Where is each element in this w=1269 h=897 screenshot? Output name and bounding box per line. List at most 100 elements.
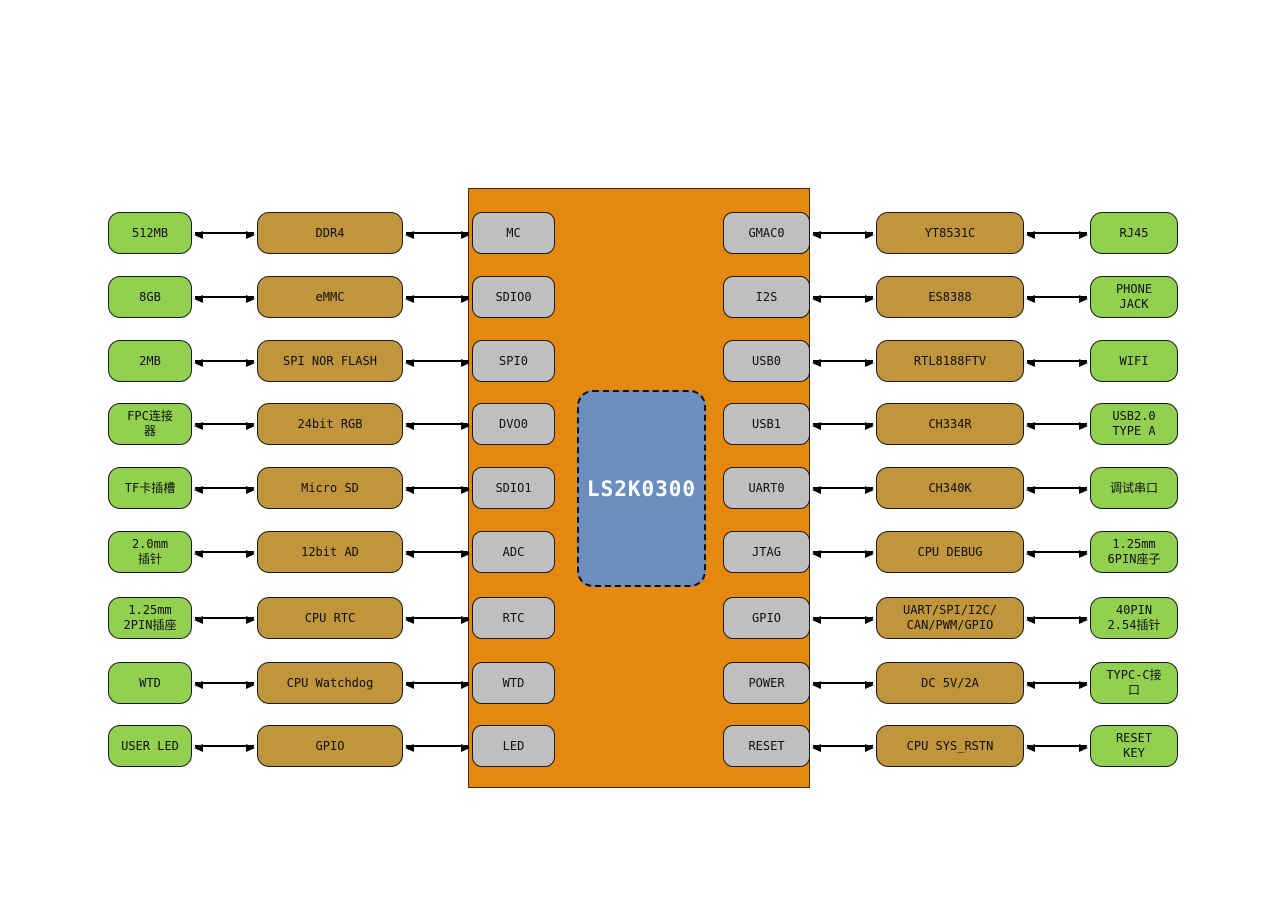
right-mid-box: CPU SYS_RSTN xyxy=(876,725,1024,767)
left-mid-box: 12bit AD xyxy=(257,531,403,573)
left-port-box: SDIO1 xyxy=(472,467,555,509)
right-mid-label: RTL8188FTV xyxy=(913,353,987,368)
right-outer-box: 40PIN 2.54插针 xyxy=(1090,597,1178,639)
left-mid-label: GPIO xyxy=(315,738,345,753)
left-port-label: SDIO0 xyxy=(495,289,532,304)
left-mid-label: CPU RTC xyxy=(304,610,356,625)
right-outer-box: RJ45 xyxy=(1090,212,1178,254)
left-mid-label: CPU Watchdog xyxy=(286,675,374,690)
right-port-label: POWER xyxy=(748,675,785,690)
arrow-left-outer-to-mid xyxy=(194,744,255,752)
right-outer-label: 1.25mm 6PIN座子 xyxy=(1107,537,1161,566)
right-mid-label: DC 5V/2A xyxy=(921,675,979,690)
diagram-row: 2MB SPI NOR FLASH SPI0 USB0 RTL8188FTV W… xyxy=(0,340,1269,382)
arrow-right-port-to-mid xyxy=(812,486,874,494)
left-port-box: WTD xyxy=(472,662,555,704)
arrow-right-port-to-mid xyxy=(812,681,874,689)
left-mid-box: 24bit RGB xyxy=(257,403,403,445)
right-outer-label: WIFI xyxy=(1119,353,1149,368)
arrow-right-port-to-mid xyxy=(812,231,874,239)
diagram-row: 1.25mm 2PIN插座 CPU RTC RTC GPIO UART/SPI/… xyxy=(0,597,1269,639)
soc-chip: LS2K0300 xyxy=(577,390,706,587)
left-mid-box: CPU RTC xyxy=(257,597,403,639)
left-mid-label: 24bit RGB xyxy=(297,416,363,431)
left-port-label: ADC xyxy=(502,544,525,559)
arrow-left-outer-to-mid xyxy=(194,550,255,558)
arrow-left-mid-to-port xyxy=(405,744,470,752)
right-port-label: GPIO xyxy=(752,610,781,625)
arrow-left-outer-to-mid xyxy=(194,359,255,367)
diagram-row: USER LED GPIO LED RESET CPU SYS_RSTN RES… xyxy=(0,725,1269,767)
right-port-box: UART0 xyxy=(723,467,810,509)
left-outer-box: FPC连接 器 xyxy=(108,403,192,445)
arrow-left-mid-to-port xyxy=(405,231,470,239)
left-mid-label: SPI NOR FLASH xyxy=(283,353,377,368)
arrow-right-mid-to-outer xyxy=(1026,422,1088,430)
right-outer-label: TYPC-C接 口 xyxy=(1106,668,1162,697)
right-outer-box: PHONE JACK xyxy=(1090,276,1178,318)
right-port-box: RESET xyxy=(723,725,810,767)
left-port-label: SDIO1 xyxy=(495,480,532,495)
left-mid-label: 12bit AD xyxy=(301,544,359,559)
arrow-right-port-to-mid xyxy=(812,359,874,367)
right-mid-label: YT8531C xyxy=(924,225,976,240)
left-port-label: LED xyxy=(502,738,525,753)
right-port-label: JTAG xyxy=(752,544,781,559)
right-port-box: POWER xyxy=(723,662,810,704)
right-outer-label: USB2.0 TYPE A xyxy=(1112,409,1156,438)
left-port-label: SPI0 xyxy=(499,353,528,368)
arrow-left-outer-to-mid xyxy=(194,681,255,689)
arrow-left-mid-to-port xyxy=(405,295,470,303)
soc-chip-label: LS2K0300 xyxy=(586,476,697,501)
arrow-right-mid-to-outer xyxy=(1026,295,1088,303)
right-mid-label: CH334R xyxy=(928,416,972,431)
left-outer-label: 8GB xyxy=(139,289,161,304)
right-mid-label: CPU DEBUG xyxy=(917,544,983,559)
right-mid-label: UART/SPI/I2C/ CAN/PWM/GPIO xyxy=(903,603,997,632)
diagram-row: FPC连接 器 24bit RGB DVO0 USB1 CH334R USB2.… xyxy=(0,403,1269,445)
right-outer-box: TYPC-C接 口 xyxy=(1090,662,1178,704)
left-outer-label: 2MB xyxy=(139,353,161,368)
left-mid-box: eMMC xyxy=(257,276,403,318)
arrow-right-port-to-mid xyxy=(812,744,874,752)
right-mid-box: ES8388 xyxy=(876,276,1024,318)
left-mid-box: DDR4 xyxy=(257,212,403,254)
arrow-right-mid-to-outer xyxy=(1026,744,1088,752)
left-port-label: DVO0 xyxy=(499,416,528,431)
diagram-row: TF卡插槽 Micro SD SDIO1 UART0 CH340K 调试串口 xyxy=(0,467,1269,509)
right-outer-box: WIFI xyxy=(1090,340,1178,382)
left-mid-box: GPIO xyxy=(257,725,403,767)
left-outer-label: 1.25mm 2PIN插座 xyxy=(123,603,177,632)
right-port-box: GPIO xyxy=(723,597,810,639)
left-outer-box: 2.0mm 插针 xyxy=(108,531,192,573)
arrow-right-mid-to-outer xyxy=(1026,681,1088,689)
right-outer-label: RJ45 xyxy=(1119,225,1149,240)
left-outer-box: 1.25mm 2PIN插座 xyxy=(108,597,192,639)
right-outer-label: PHONE JACK xyxy=(1115,282,1153,311)
left-port-box: RTC xyxy=(472,597,555,639)
diagram-row: WTD CPU Watchdog WTD POWER DC 5V/2A TYPC… xyxy=(0,662,1269,704)
arrow-left-mid-to-port xyxy=(405,681,470,689)
left-mid-box: Micro SD xyxy=(257,467,403,509)
diagram-row: 512MB DDR4 MC GMAC0 YT8531C RJ45 xyxy=(0,212,1269,254)
left-port-box: LED xyxy=(472,725,555,767)
left-outer-label: WTD xyxy=(139,675,161,690)
arrow-left-outer-to-mid xyxy=(194,422,255,430)
arrow-right-mid-to-outer xyxy=(1026,550,1088,558)
right-mid-label: CPU SYS_RSTN xyxy=(906,738,994,753)
right-mid-box: UART/SPI/I2C/ CAN/PWM/GPIO xyxy=(876,597,1024,639)
right-port-label: USB1 xyxy=(752,416,781,431)
right-port-label: GMAC0 xyxy=(748,225,785,240)
left-outer-label: FPC连接 器 xyxy=(127,409,173,438)
right-port-label: UART0 xyxy=(748,480,785,495)
left-outer-label: 512MB xyxy=(131,225,169,240)
left-port-box: ADC xyxy=(472,531,555,573)
right-mid-box: DC 5V/2A xyxy=(876,662,1024,704)
diagram-row: 8GB eMMC SDIO0 I2S ES8388 PHONE JACK xyxy=(0,276,1269,318)
left-mid-box: SPI NOR FLASH xyxy=(257,340,403,382)
right-outer-label: 40PIN 2.54插针 xyxy=(1107,603,1161,632)
right-outer-label: RESET KEY xyxy=(1115,731,1153,760)
left-outer-box: 2MB xyxy=(108,340,192,382)
left-port-box: DVO0 xyxy=(472,403,555,445)
right-port-box: I2S xyxy=(723,276,810,318)
